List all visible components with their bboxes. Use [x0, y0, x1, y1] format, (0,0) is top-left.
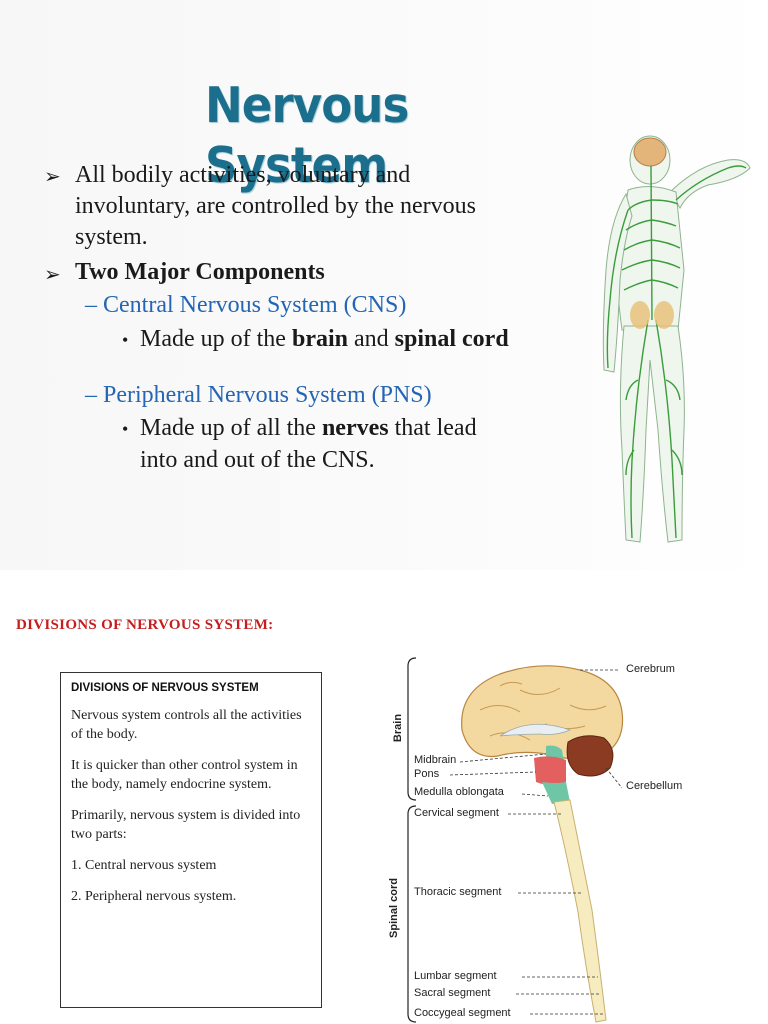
- bullet-intro-line-1: All bodily activities, voluntary and: [75, 162, 411, 188]
- bullet-intro-line-3: system.: [75, 224, 148, 250]
- bullet-dot-icon: •: [122, 330, 129, 350]
- slide-title: Nervous System: [205, 77, 409, 194]
- human-nervous-system-illustration: [602, 135, 751, 543]
- box-paragraph-1: Nervous system controls all the activiti…: [71, 708, 302, 742]
- cns-diagram: Brain Spinal cord Cerebrum Midbrain Pons…: [370, 650, 768, 1024]
- bullet-intro-line-2: involuntary, are controlled by the nervo…: [75, 193, 476, 219]
- cns-desc: • Made up of the brain and spinal cord: [122, 324, 509, 356]
- cns-desc-spinal-cord: spinal cord: [394, 326, 509, 352]
- cns-desc-mid: and: [347, 326, 395, 352]
- pns-heading-row: – Peripheral Nervous System (PNS): [85, 380, 432, 411]
- bullet-arrow-icon: ➢: [44, 264, 61, 286]
- cns-heading: Central Nervous System (CNS): [103, 292, 407, 318]
- pns-desc: • Made up of all the nerves that lead int…: [122, 413, 562, 476]
- label-lumbar-segment: Lumbar segment: [414, 970, 497, 982]
- pns-desc-pre: Made up of all the: [140, 415, 322, 441]
- group-label-brain: Brain: [392, 713, 405, 743]
- pns-desc-post: that lead: [388, 415, 477, 441]
- group-label-spinal-cord: Spinal cord: [387, 878, 400, 938]
- bullet-arrow-icon: ➢: [44, 166, 61, 188]
- label-cerebellum: Cerebellum: [626, 780, 683, 792]
- label-pons: Pons: [414, 768, 440, 780]
- pns-desc-line-2: into and out of the CNS.: [140, 447, 375, 473]
- box-list-item-1: 1. Central nervous system: [71, 858, 217, 873]
- box-title: DIVISIONS OF NERVOUS SYSTEM: [71, 682, 259, 694]
- box-paragraph-2: It is quicker than other control system …: [71, 758, 298, 792]
- section-heading: DIVISIONS OF NERVOUS SYSTEM:: [16, 617, 274, 633]
- bullet-dot-icon: •: [122, 419, 129, 439]
- pns-desc-nerves: nerves: [321, 415, 389, 441]
- cns-heading-row: – Central Nervous System (CNS): [85, 290, 406, 321]
- label-cervical-segment: Cervical segment: [414, 807, 499, 819]
- divisions-box: DIVISIONS OF NERVOUS SYSTEM Nervous syst…: [60, 672, 322, 1008]
- cns-desc-brain: brain: [291, 326, 348, 352]
- label-thoracic-segment: Thoracic segment: [414, 886, 502, 898]
- box-paragraph-3: Primarily, nervous system is divided int…: [71, 808, 301, 842]
- pns-heading: Peripheral Nervous System (PNS): [103, 382, 432, 408]
- label-sacral-segment: Sacral segment: [414, 987, 491, 999]
- brain-spinal-cord-illustration: [407, 657, 624, 1023]
- slide: Nervous System ➢ All bodily activities, …: [0, 0, 768, 570]
- bullet-intro: All bodily activities, voluntary and inv…: [75, 160, 575, 253]
- box-list-item-2: 2. Peripheral nervous system.: [71, 889, 237, 904]
- dash-icon: –: [85, 382, 103, 408]
- bullet-components: Two Major Components: [75, 259, 325, 285]
- cns-desc-pre: Made up of the: [140, 326, 292, 352]
- label-medulla-oblongata: Medulla oblongata: [414, 786, 504, 798]
- label-coccygeal-segment: Coccygeal segment: [414, 1007, 511, 1019]
- label-midbrain: Midbrain: [414, 754, 457, 766]
- label-cerebrum: Cerebrum: [626, 663, 675, 675]
- dash-icon: –: [85, 292, 103, 318]
